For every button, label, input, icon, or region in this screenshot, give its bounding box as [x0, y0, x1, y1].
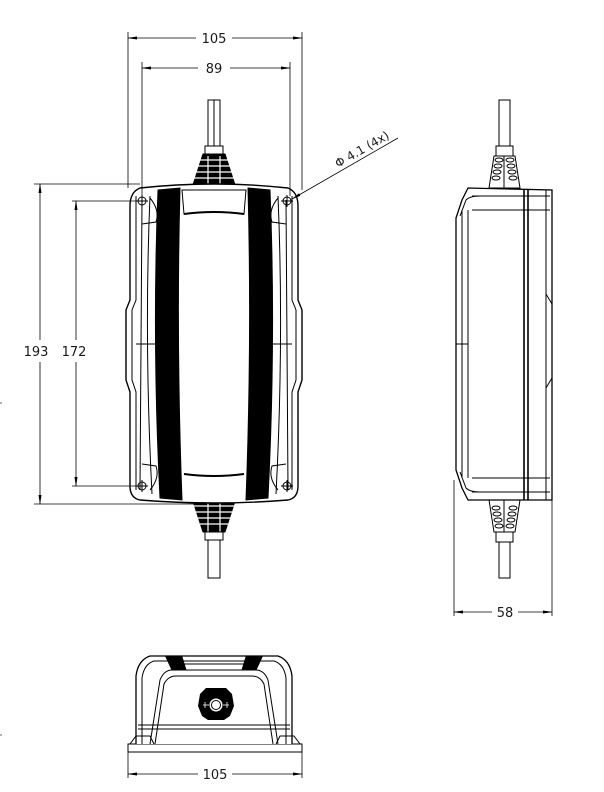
- dim-bottom-width: 105: [203, 768, 228, 783]
- dim-overall-height: 193: [24, 345, 49, 360]
- mounting-hole-icon: [281, 480, 293, 492]
- dim-overall-width: 105: [202, 32, 227, 47]
- mounting-hole-icon: [281, 195, 293, 207]
- front-dimensions: [34, 32, 399, 505]
- mounting-hole-icon: [136, 195, 148, 207]
- dim-hole-spacing-height: 172: [62, 345, 87, 360]
- front-view: [125, 99, 303, 579]
- side-dimensions: [453, 480, 553, 616]
- cable-port-icon: [198, 688, 234, 720]
- side-view: [455, 99, 553, 579]
- mounting-hole-icon: [136, 480, 148, 492]
- dim-hole-spacing-width: 89: [206, 62, 223, 77]
- bottom-dimensions: [127, 752, 303, 778]
- hole-callout: Φ 4.1 (4x): [333, 128, 392, 170]
- dim-depth: 58: [497, 606, 514, 621]
